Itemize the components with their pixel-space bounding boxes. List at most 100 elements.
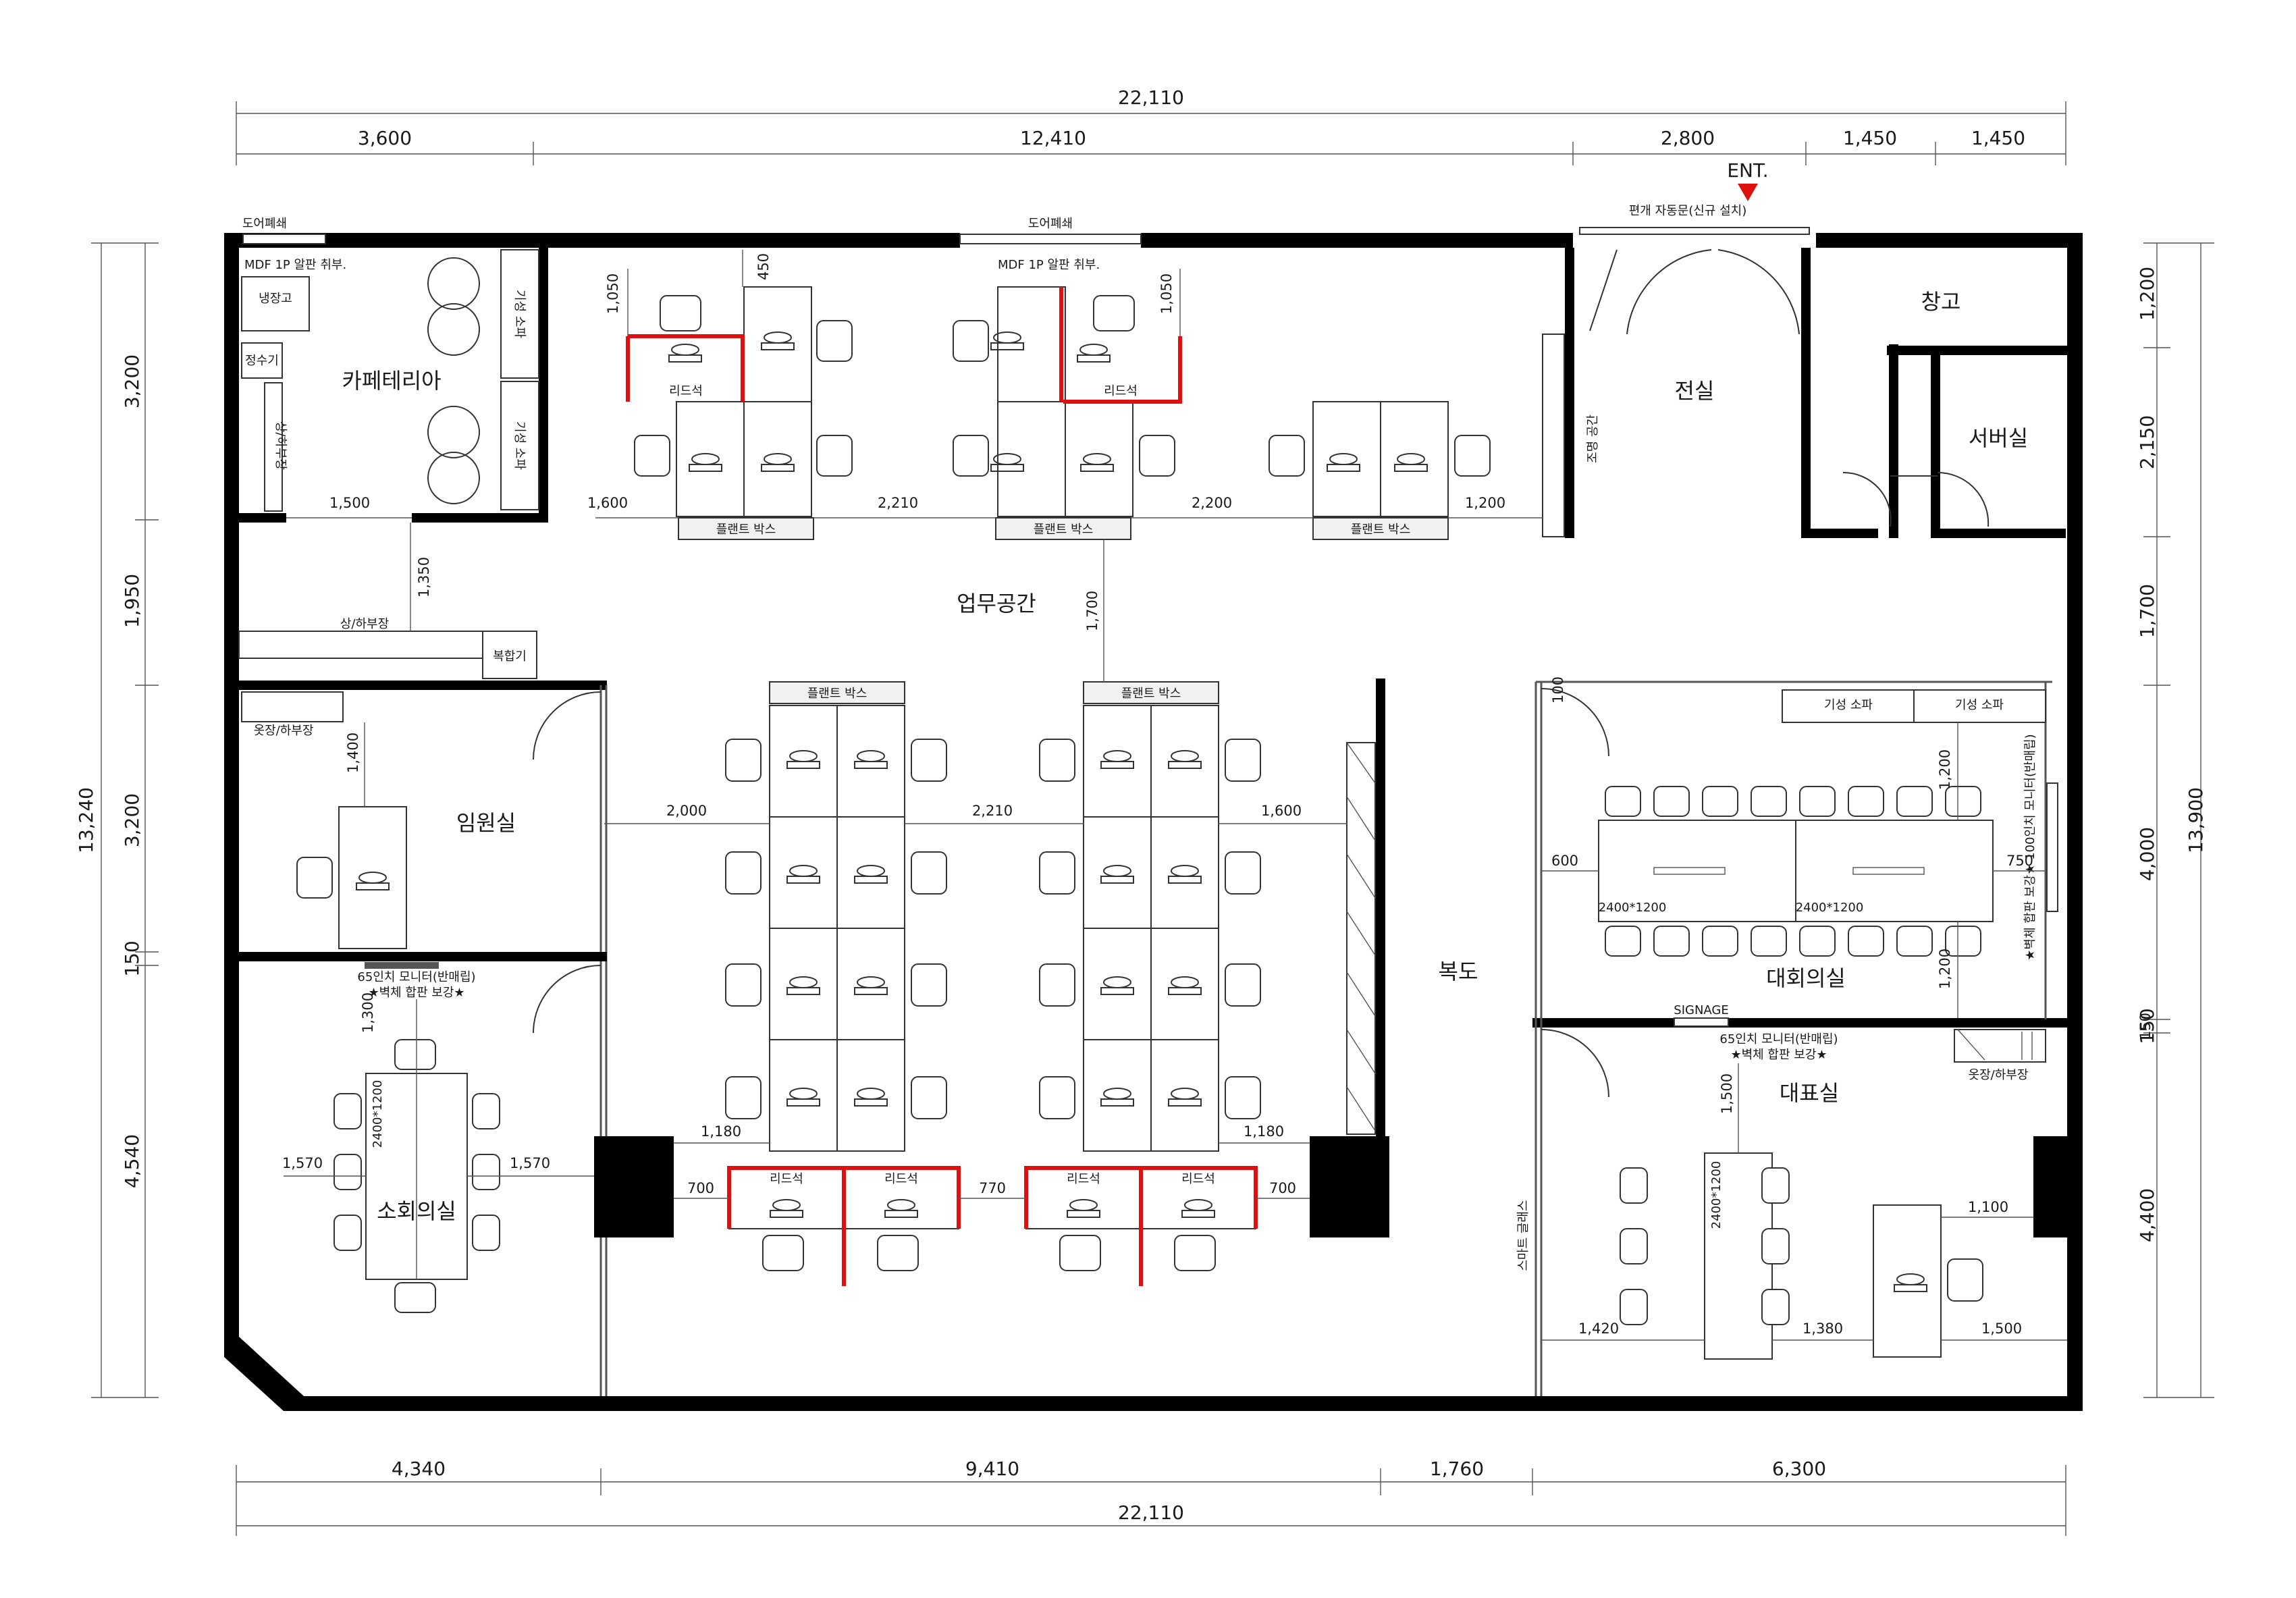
desk-monitor-icon [786,1088,820,1107]
bottom-dimensions [236,1465,2066,1536]
entrance-label: ENT. [1727,159,1768,182]
door-closed-label-1: 도어폐쇄 [242,217,287,231]
desk-monitor-icon [1168,750,1202,769]
leader-label-2: 리드석 [1104,384,1138,398]
dim-1180b: 1,180 [1244,1123,1284,1140]
desk-monitor-icon [1394,453,1428,472]
desk-monitor-icon [761,331,795,350]
meeting-chair [1945,786,1981,817]
desk-monitor-icon [1077,344,1111,363]
table-small-label: 2400*1200 [371,1080,385,1148]
desk-monitor-icon [1168,976,1202,995]
mdf-label-2: MDF 1P 알판 취부. [998,258,1100,272]
table-b-label: 2400*1200 [1796,901,1864,915]
room-server: 서버실 [1969,425,2028,451]
right-dimensions [2143,242,2214,1398]
dim-600: 600 [1551,853,1578,869]
meeting-chair [1605,926,1641,957]
central-desks [725,681,1376,1286]
dim-1600b: 1,600 [1261,803,1302,819]
room-workspace: 업무공간 [957,591,1036,616]
dim-left-1: 3,200 [121,354,143,408]
dim-1700: 1,700 [1084,591,1100,631]
entrance-area [1542,184,1990,537]
dim-bottom-2: 9,410 [965,1458,1019,1480]
monitor-icons [356,331,1927,1292]
dim-1500: 1,500 [329,495,370,511]
dim-left-3: 3,200 [121,793,143,847]
desk-monitor-icon [1100,1088,1134,1107]
dim-1600a: 1,600 [587,495,628,511]
wardrobe-ceo-label: 옷장/하부장 [1969,1068,2029,1082]
desk-monitor-icon [786,865,820,884]
sofa-label-2: 기성 소파 [512,421,527,470]
dim-right-2: 2,150 [2136,415,2158,469]
dim-1350: 1,350 [416,557,432,597]
leader-label-3: 리드석 [770,1172,803,1186]
dim-1500b: 1,500 [1719,1073,1735,1114]
reinforce-label: ★벽체 합판 보강★ [368,986,464,1000]
meeting-chair [1848,786,1884,817]
planter-label-4: 플랜트 박스 [807,687,867,701]
dim-bottom-1: 4,340 [392,1458,446,1480]
sofa-label-3: 기성 소파 [1824,698,1873,712]
mid-cabinet-label: 상/하부장 [340,617,389,631]
meeting-chair [1605,786,1641,817]
dim-bottom-3: 1,760 [1430,1458,1484,1480]
water-label: 정수기 [245,354,279,368]
top-desks [626,286,1491,540]
desk-monitor-icon [1080,453,1114,472]
dim-1300: 1,300 [360,992,376,1033]
desk-monitor-icon [854,1088,888,1107]
room-cafeteria: 카페테리아 [342,368,441,394]
desk-monitor-icon [854,865,888,884]
meeting-chair [1799,926,1836,957]
fridge-label: 냉장고 [259,292,292,306]
desk-monitor-icon [770,1199,803,1218]
desk-monitor-icon [1894,1273,1927,1292]
large-meeting-room [1541,688,2058,1027]
meeting-chair [1653,786,1690,817]
dim-right-1: 1,200 [2136,267,2158,321]
cafeteria [238,249,539,679]
mdf-label-1: MDF 1P 알판 취부. [244,258,346,272]
dim-bottom-total: 22,110 [1118,1501,1184,1524]
dim-700a: 700 [687,1180,714,1196]
room-storage: 창고 [1921,289,1961,315]
wardrobe-exec-label: 옷장/하부장 [254,724,314,738]
leader-label-1: 리드석 [669,384,703,398]
monitor-65-label: 65인치 모니터(반매립) [357,970,475,984]
dim-right-total: 13,900 [2185,787,2207,853]
dim-750: 750 [2006,853,2033,869]
monitor-65b-label: 65인치 모니터(반매립) [1719,1032,1838,1046]
outer-walls [224,227,2083,1411]
cluster-left [769,705,905,1152]
cafe-cabinet-label: 상/하부장 [273,421,288,470]
dim-1180a: 1,180 [701,1123,741,1140]
interior-walls [239,248,2069,1396]
room-small-meeting: 소회의실 [377,1198,456,1224]
meeting-chair [1751,786,1787,817]
dim-1570b: 1,570 [510,1155,550,1171]
central-chairs [725,739,1261,1119]
desk-monitor-icon [761,453,795,472]
room-large-meeting: 대회의실 [1766,965,1846,991]
planter-label-1: 플랜트 박스 [716,523,776,537]
dim-1100: 1,100 [1968,1199,2008,1215]
signage-label: SIGNAGE [1674,1003,1728,1017]
dim-bottom-4: 6,300 [1772,1458,1826,1480]
entrance-marker-icon [1738,184,1758,201]
dim-1200a: 1,200 [1465,495,1505,511]
sofa-label-4: 기성 소파 [1955,698,2004,712]
room-electric: 전실 [1675,378,1715,404]
dim-top-total: 22,110 [1118,86,1184,109]
dim-2210b: 2,210 [972,803,1013,819]
dim-1380: 1,380 [1803,1321,1843,1337]
sofa-label-1: 기성 소파 [512,290,527,338]
desk-monitor-icon [990,453,1024,472]
dim-left-2: 1,950 [121,574,143,628]
dim-2200: 2,200 [1192,495,1232,511]
planter-label-3: 플랜트 박스 [1351,523,1411,537]
dim-1050b: 1,050 [1158,273,1175,314]
